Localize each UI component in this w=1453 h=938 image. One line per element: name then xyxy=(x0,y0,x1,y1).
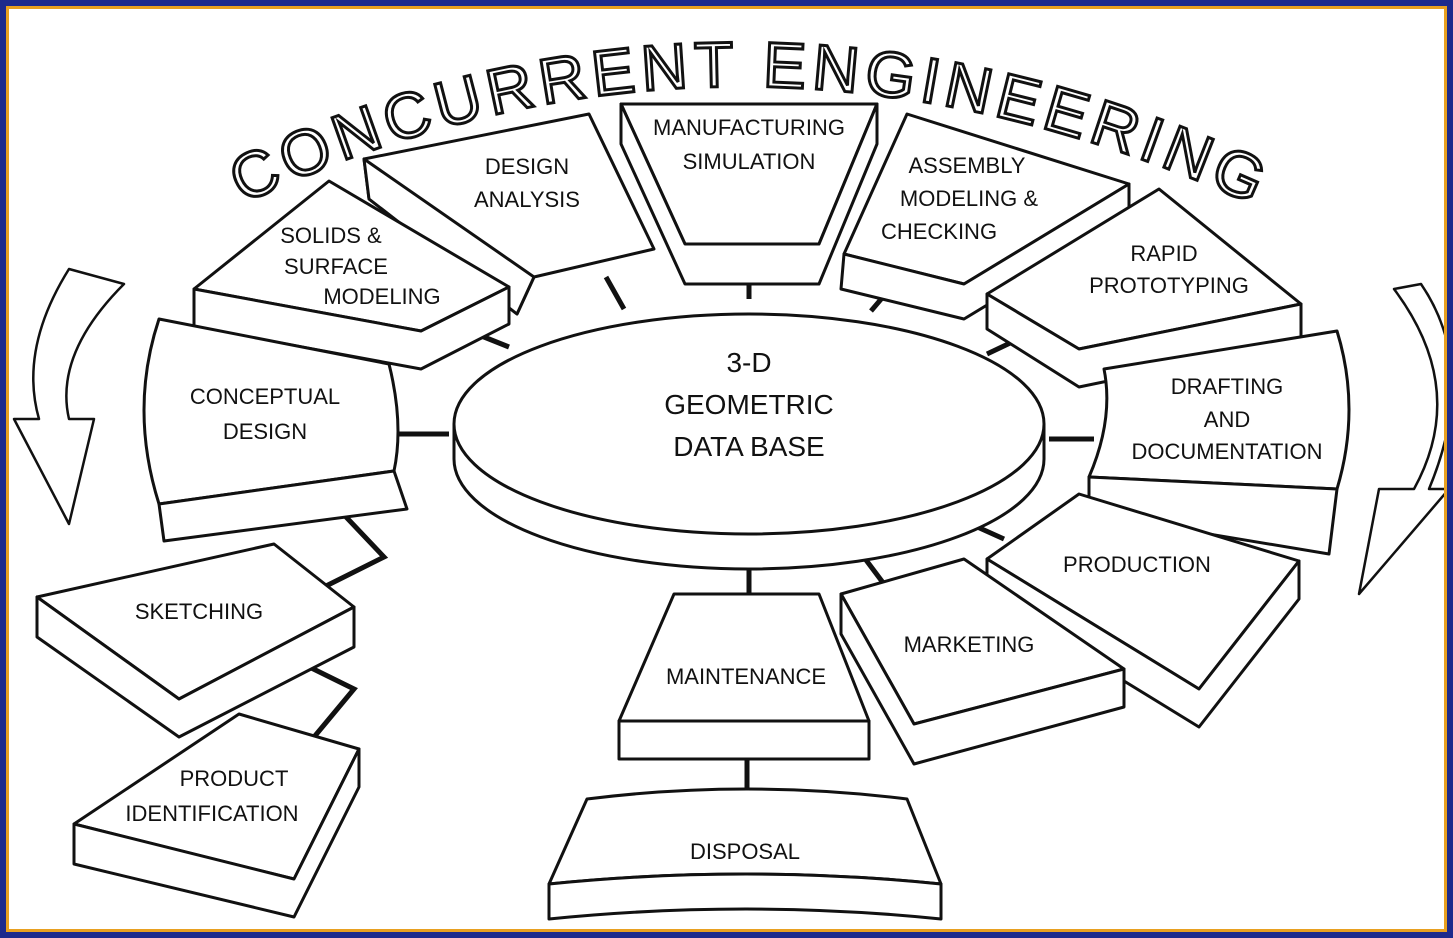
label-production: PRODUCTION xyxy=(1063,552,1211,577)
block-drafting-documentation: DRAFTING AND DOCUMENTATION xyxy=(1087,329,1351,556)
label-product: PRODUCT xyxy=(180,766,289,791)
label-surface: SURFACE xyxy=(284,254,388,279)
label-analysis: ANALYSIS xyxy=(474,187,580,212)
label-sketching: SKETCHING xyxy=(135,599,263,624)
label-rapid: RAPID xyxy=(1130,241,1197,266)
block-conceptual-design: CONCEPTUAL DESIGN xyxy=(142,317,409,543)
label-solids: SOLIDS & xyxy=(280,223,382,248)
block-manufacturing-simulation: MANUFACTURING SIMULATION xyxy=(619,102,879,286)
geometric-database: 3-D GEOMETRIC DATA BASE xyxy=(452,312,1046,571)
center-line-3: DATA BASE xyxy=(673,431,824,462)
block-sketching: SKETCHING xyxy=(35,542,356,739)
label-assembly: ASSEMBLY xyxy=(909,153,1026,178)
block-maintenance: MAINTENANCE xyxy=(617,592,871,761)
label-modeling-and: MODELING & xyxy=(900,186,1038,211)
label-drafting: DRAFTING xyxy=(1171,374,1283,399)
block-rapid-prototyping: RAPID PROTOTYPING xyxy=(985,187,1303,389)
label-design-2: DESIGN xyxy=(223,419,307,444)
label-and: AND xyxy=(1204,407,1250,432)
label-checking: CHECKING xyxy=(881,219,997,244)
diagram-canvas: CONCURRENT ENGINEERING xyxy=(6,6,1447,932)
label-conceptual: CONCEPTUAL xyxy=(190,384,340,409)
label-identification: IDENTIFICATION xyxy=(125,801,298,826)
block-assembly-modeling: ASSEMBLY MODELING & CHECKING xyxy=(839,112,1131,321)
label-disposal: DISPOSAL xyxy=(690,839,800,864)
label-documentation: DOCUMENTATION xyxy=(1131,439,1322,464)
block-marketing: MARKETING xyxy=(839,557,1126,766)
center-line-2: GEOMETRIC xyxy=(664,389,834,420)
block-product-identification: PRODUCT IDENTIFICATION xyxy=(72,712,361,919)
left-cycle-arrow xyxy=(12,267,126,526)
label-marketing: MARKETING xyxy=(904,632,1035,657)
right-cycle-arrow xyxy=(1357,282,1444,596)
concurrent-engineering-diagram: CONCURRENT ENGINEERING xyxy=(12,27,1444,921)
label-simulation: SIMULATION xyxy=(683,149,816,174)
label-modeling: MODELING xyxy=(323,284,440,309)
label-prototyping: PROTOTYPING xyxy=(1089,273,1249,298)
label-design: DESIGN xyxy=(485,154,569,179)
block-disposal: DISPOSAL xyxy=(547,787,943,921)
block-solids-surface-modeling: SOLIDS & SURFACE MODELING xyxy=(192,179,511,371)
label-manufacturing: MANUFACTURING xyxy=(653,115,845,140)
label-maintenance: MAINTENANCE xyxy=(666,664,826,689)
center-line-1: 3-D xyxy=(726,347,771,378)
